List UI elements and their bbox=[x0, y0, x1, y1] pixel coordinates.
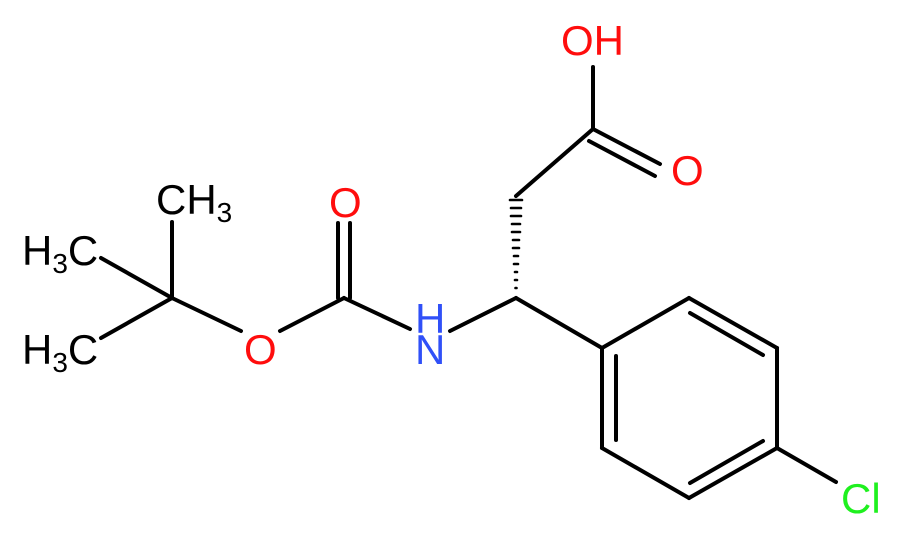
bond-cq-ch3-left2 bbox=[99, 296, 174, 340]
bond-cq-ch3-left1 bbox=[99, 256, 174, 300]
atom-n-amine: N bbox=[415, 326, 445, 373]
ring-inner-1 bbox=[688, 311, 765, 357]
bond-o-cq bbox=[170, 296, 243, 333]
bonds bbox=[99, 65, 838, 500]
bond-c-aryl bbox=[514, 296, 604, 350]
atom-o-ester: O bbox=[244, 326, 277, 373]
atom-h3c-left-1: H3C bbox=[22, 227, 98, 279]
atom-oh: OH bbox=[561, 17, 624, 64]
bond-n-c-boc bbox=[342, 296, 412, 331]
bond-aryl-cl bbox=[775, 446, 838, 484]
stereo-hashed-wedge bbox=[508, 198, 524, 290]
atom-ch3-top: CH3 bbox=[156, 176, 232, 228]
bond-c-o-ester bbox=[278, 296, 346, 333]
ring-bond-5 bbox=[600, 446, 691, 500]
bond-c-o-double-2 bbox=[587, 139, 657, 178]
atom-labels: OH O O O H N Cl CH3 H3C H3C bbox=[22, 17, 881, 522]
atom-h-amine: H bbox=[415, 295, 445, 342]
ring-bond-4 bbox=[687, 446, 779, 500]
bond-c-n bbox=[448, 296, 518, 333]
atom-h3c-left-2: H3C bbox=[22, 326, 98, 378]
atom-o-acid-carbonyl: O bbox=[671, 147, 704, 194]
ring-bond-2 bbox=[687, 296, 779, 350]
bond-c-o-double-1 bbox=[591, 127, 662, 166]
ring-inner-2 bbox=[688, 439, 765, 485]
atom-o-boc-carbonyl: O bbox=[329, 179, 362, 226]
ring-bond-1 bbox=[600, 296, 691, 350]
atom-cl: Cl bbox=[841, 475, 881, 522]
bond-ch2-cooh bbox=[514, 127, 595, 198]
